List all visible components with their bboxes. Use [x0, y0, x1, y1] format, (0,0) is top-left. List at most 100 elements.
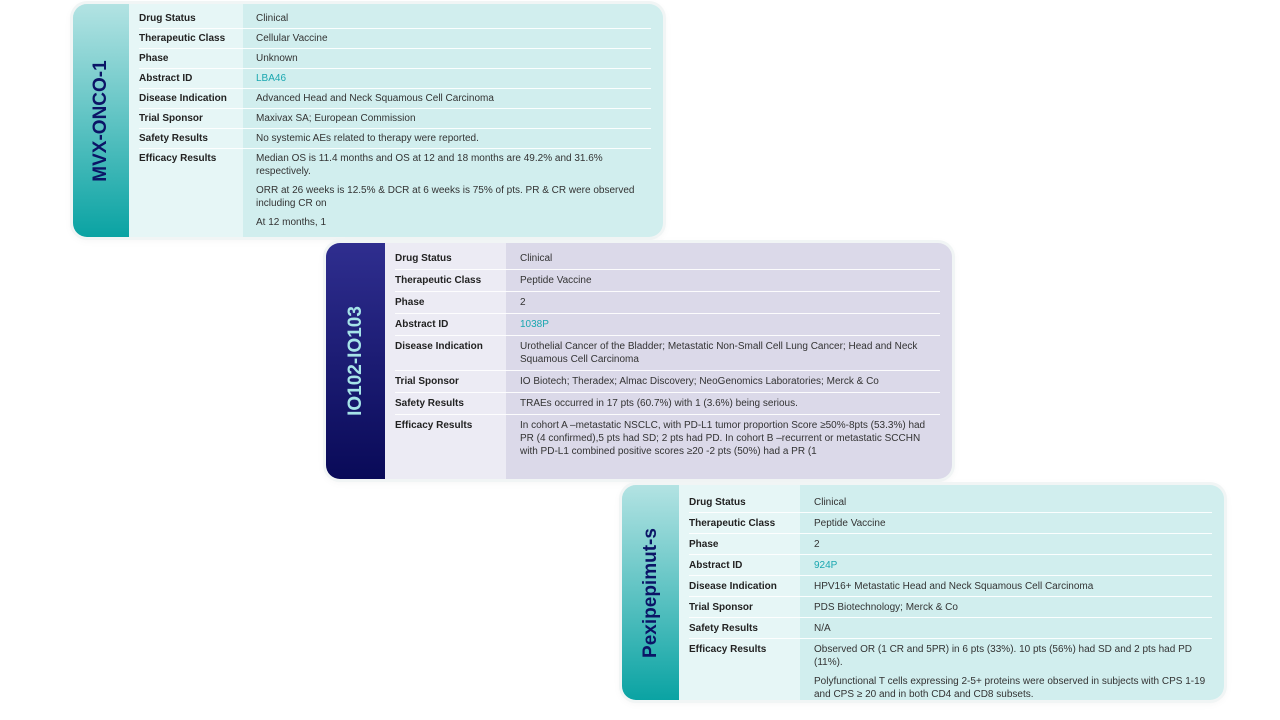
value-text: Clinical [256, 13, 289, 24]
card-side-banner: IO102-IO103 [326, 243, 385, 479]
row-value: PDS Biotechnology; Merck & Co [800, 601, 1212, 614]
row-label: Abstract ID [139, 73, 193, 84]
row-value: Unknown [243, 52, 651, 65]
row-value: 2 [800, 538, 1212, 551]
row-value: No systemic AEs related to therapy were … [243, 132, 651, 145]
row-label: Efficacy Results [395, 420, 473, 431]
table-row: Phase Unknown [139, 49, 651, 69]
value-text: In cohort A –metastatic NSCLC, with PD-L… [520, 420, 926, 457]
value-text: HPV16+ Metastatic Head and Neck Squamous… [814, 580, 1094, 592]
value-text: Median OS is 11.4 months and OS at 12 an… [256, 153, 603, 177]
table-row: Abstract ID 924P [689, 555, 1212, 576]
table-row: Trial Sponsor IO Biotech; Theradex; Almac… [395, 371, 940, 393]
row-value: N/A [800, 622, 1212, 635]
row-label: Safety Results [689, 622, 758, 634]
value-text: PDS Biotechnology; Merck & Co [814, 601, 958, 613]
drug-name: IO102-IO103 [344, 306, 366, 416]
row-value: LBA46 [243, 72, 651, 85]
table-row: Abstract ID 1038P [395, 314, 940, 336]
table-row: Disease Indication Advanced Head and Neck… [139, 89, 651, 109]
value-text: 2 [520, 297, 526, 308]
table-row: Abstract ID LBA46 [139, 69, 651, 89]
value-text: Polyfunctional T cells expressing 2-5+ p… [814, 675, 1206, 700]
value-text: 2 [814, 538, 820, 550]
value-text: IO Biotech; Theradex; Almac Discovery; N… [520, 376, 879, 387]
row-value: Observed OR (1 CR and 5PR) in 6 pts (33%… [800, 643, 1212, 701]
table-row: Trial Sponsor Maxivax SA; European Commis… [139, 109, 651, 129]
table-row: Drug Status Clinical [689, 492, 1212, 513]
row-label: Trial Sponsor [395, 376, 459, 387]
row-value: Peptide Vaccine [506, 274, 940, 287]
abstract-id-link[interactable]: LBA46 [256, 73, 287, 84]
value-text: Peptide Vaccine [520, 275, 592, 286]
row-value: TRAEs occurred in 17 pts (60.7%) with 1 … [506, 397, 940, 410]
table-row: Drug Status Clinical [139, 9, 651, 29]
row-value: Urothelial Cancer of the Bladder; Metast… [506, 340, 940, 366]
value-text: At 12 months, 1 [256, 217, 327, 228]
value-text: Peptide Vaccine [814, 517, 886, 529]
row-label: Disease Indication [689, 580, 777, 592]
value-text: Clinical [814, 496, 847, 508]
value-text: ORR at 26 weeks is 12.5% & DCR at 6 week… [256, 185, 635, 209]
drug-name: Pexipepimut-s [639, 527, 661, 658]
row-label: Therapeutic Class [689, 517, 776, 529]
table-row: Therapeutic Class Peptide Vaccine [689, 513, 1212, 534]
drug-name: MVX-ONCO-1 [90, 59, 111, 182]
value-text: Clinical [520, 253, 553, 264]
value-text: TRAEs occurred in 17 pts (60.7%) with 1 … [520, 398, 798, 409]
table-row: Therapeutic Class Peptide Vaccine [395, 270, 940, 292]
row-value: Peptide Vaccine [800, 517, 1212, 530]
table-row: Safety Results N/A [689, 618, 1212, 639]
row-value: HPV16+ Metastatic Head and Neck Squamous… [800, 580, 1212, 593]
row-value: Maxivax SA; European Commission [243, 112, 651, 125]
card-side-banner: Pexipepimut-s [622, 485, 679, 700]
card-side-banner: MVX-ONCO-1 [73, 4, 129, 237]
row-value: Advanced Head and Neck Squamous Cell Car… [243, 92, 651, 105]
row-label: Drug Status [689, 496, 746, 508]
value-text: Cellular Vaccine [256, 33, 328, 44]
row-label: Phase [689, 538, 719, 550]
row-label: Drug Status [395, 253, 452, 264]
row-label: Drug Status [139, 13, 196, 24]
value-text: Advanced Head and Neck Squamous Cell Car… [256, 93, 494, 104]
row-label: Disease Indication [139, 93, 227, 104]
value-text: N/A [814, 622, 831, 634]
table-row: Disease Indication Urothelial Cancer of t… [395, 336, 940, 371]
row-label: Therapeutic Class [395, 275, 482, 286]
row-value: 924P [800, 559, 1212, 572]
row-value: Clinical [506, 252, 940, 265]
row-label: Disease Indication [395, 341, 483, 352]
row-label: Efficacy Results [139, 153, 217, 164]
row-value: Clinical [800, 496, 1212, 509]
table-row: Safety Results No systemic AEs related to… [139, 129, 651, 149]
row-label: Abstract ID [395, 319, 449, 330]
row-value: 2 [506, 296, 940, 309]
row-label: Abstract ID [689, 559, 743, 571]
row-value: IO Biotech; Theradex; Almac Discovery; N… [506, 375, 940, 388]
abstract-id-link[interactable]: 1038P [520, 319, 549, 330]
value-text: Maxivax SA; European Commission [256, 113, 416, 124]
abstract-id-link[interactable]: 924P [814, 559, 838, 571]
row-value: 1038P [506, 318, 940, 331]
row-value: Median OS is 11.4 months and OS at 12 an… [243, 152, 651, 229]
row-label: Phase [139, 53, 169, 64]
row-label: Therapeutic Class [139, 33, 226, 44]
row-label: Safety Results [139, 133, 208, 144]
row-value: Cellular Vaccine [243, 32, 651, 45]
table-row: Safety Results TRAEs occurred in 17 pts (… [395, 393, 940, 415]
row-label: Phase [395, 297, 425, 308]
table-row: Phase 2 [395, 292, 940, 314]
table-row: Drug Status Clinical [395, 248, 940, 270]
row-label: Trial Sponsor [139, 113, 203, 124]
row-value: In cohort A –metastatic NSCLC, with PD-L… [506, 419, 940, 458]
row-label: Safety Results [395, 398, 464, 409]
value-text: Urothelial Cancer of the Bladder; Metast… [520, 341, 918, 365]
table-row: Efficacy Results Median OS is 11.4 months… [139, 149, 651, 232]
value-text: No systemic AEs related to therapy were … [256, 133, 479, 144]
